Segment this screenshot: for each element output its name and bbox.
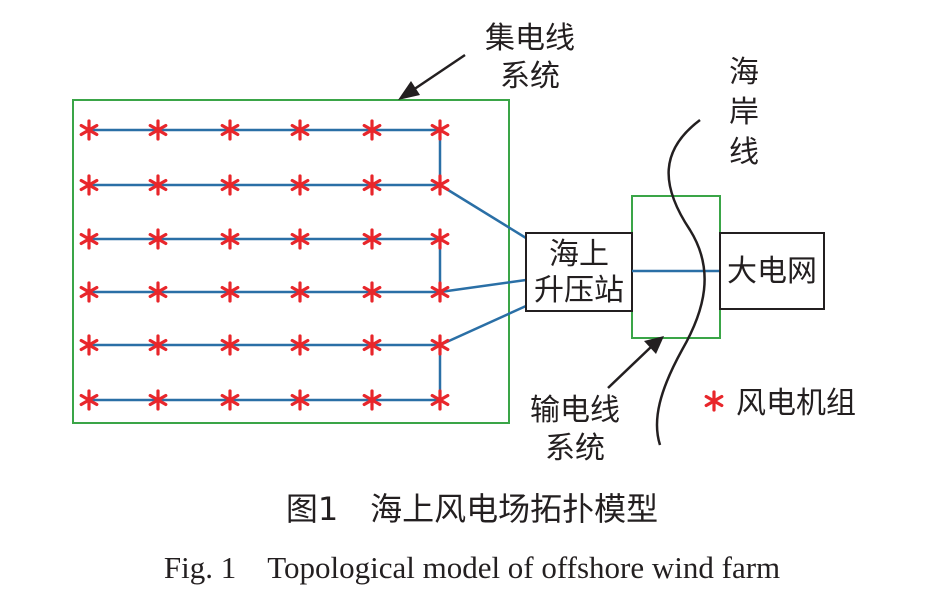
collector-arrow-head xyxy=(398,81,420,100)
wind-turbine-icon xyxy=(362,389,382,411)
wind-turbine-icon xyxy=(148,228,168,250)
transmission-label-line2: 系统 xyxy=(545,431,605,466)
wind-turbine-icon xyxy=(79,389,99,411)
feeder-cable xyxy=(439,278,527,294)
wind-turbine-icon xyxy=(79,174,99,196)
wind-turbine-icon xyxy=(79,334,99,356)
wind-turbine-icon xyxy=(430,334,450,356)
coastline-label-line2: 岸 xyxy=(729,95,759,130)
wind-turbine-icon xyxy=(290,119,310,141)
wind-turbine-icon xyxy=(220,281,240,303)
grid-box xyxy=(719,232,825,310)
grid-label: 大电网 xyxy=(727,254,817,289)
wind-turbine-icon xyxy=(430,174,450,196)
wind-turbine-icon xyxy=(79,119,99,141)
wind-turbine-icon xyxy=(290,228,310,250)
wind-turbine-icon xyxy=(362,174,382,196)
collector-system-boundary xyxy=(72,99,510,424)
wind-turbine-icon xyxy=(290,281,310,303)
wind-turbine-icon xyxy=(148,119,168,141)
wind-turbine-icon xyxy=(430,281,450,303)
wind-turbine-icon xyxy=(220,174,240,196)
wind-turbine-icon xyxy=(430,228,450,250)
wind-turbine-icon xyxy=(220,389,240,411)
substation-label-line2: 升压站 xyxy=(534,273,624,308)
wind-turbine-icon xyxy=(220,334,240,356)
coastline-label-line1: 海 xyxy=(729,55,759,90)
feeder-cable xyxy=(439,304,527,347)
legend-turbine-symbol xyxy=(704,390,724,412)
wind-turbine-icon xyxy=(290,174,310,196)
coastline-label-line3: 线 xyxy=(729,135,759,170)
transmission-label-line1: 输电线 xyxy=(530,393,620,428)
substation-label-line1: 海上 xyxy=(549,237,609,272)
wind-turbine-icon xyxy=(362,281,382,303)
wind-turbine-icon xyxy=(362,119,382,141)
legend-label: 风电机组 xyxy=(736,386,856,421)
collector-label-line2: 系统 xyxy=(500,59,560,94)
wind-turbine-icon xyxy=(430,119,450,141)
transmission-arrow-head xyxy=(644,336,664,354)
collector-arrow-shaft xyxy=(409,53,466,94)
turbine-array xyxy=(79,119,450,411)
caption-chinese: 图1 海上风电场拓扑模型 xyxy=(286,490,658,528)
wind-turbine-icon xyxy=(430,389,450,411)
wind-turbine-icon xyxy=(148,281,168,303)
caption-english: Fig. 1 Topological model of offshore win… xyxy=(164,550,780,585)
wind-turbine-icon xyxy=(148,174,168,196)
legend-star-icon xyxy=(704,390,724,412)
collector-label-line1: 集电线 xyxy=(485,21,575,56)
wind-turbine-icon xyxy=(220,228,240,250)
transmission-arrow-shaft xyxy=(607,345,653,389)
wind-turbine-icon xyxy=(362,334,382,356)
wind-turbine-icon xyxy=(148,334,168,356)
wind-turbine-icon xyxy=(79,281,99,303)
coastline-curve xyxy=(655,119,706,446)
wind-turbine-icon xyxy=(290,334,310,356)
collector-cables xyxy=(89,128,527,402)
wind-turbine-icon xyxy=(148,389,168,411)
transmission-boundary xyxy=(631,195,721,339)
wind-turbine-icon xyxy=(79,228,99,250)
wind-turbine-icon xyxy=(220,119,240,141)
feeder-cable xyxy=(439,183,527,240)
wind-turbine-icon xyxy=(362,228,382,250)
wind-turbine-icon xyxy=(290,389,310,411)
